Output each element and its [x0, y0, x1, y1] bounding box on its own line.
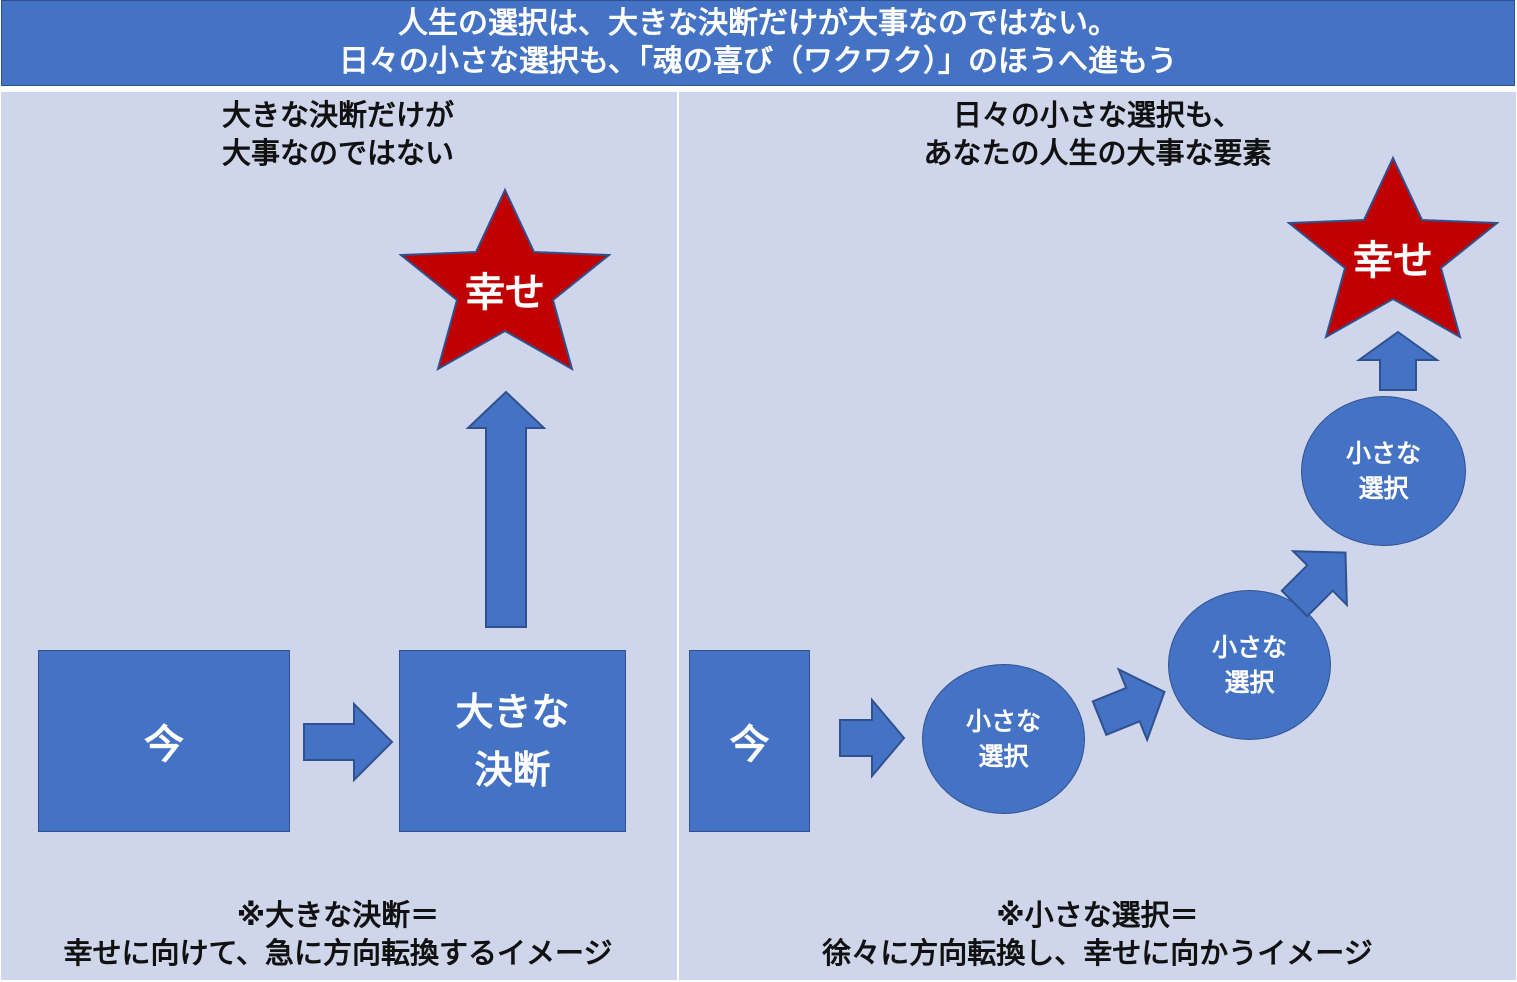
choice-3-label-line-1: 小さな: [1345, 439, 1421, 468]
big-decision-box: 大きな 決断: [399, 650, 626, 832]
choice-2-label-line-1: 小さな: [1211, 633, 1287, 662]
header-banner: 人生の選択は、大きな決断だけが大事なのではない。 日々の小さな選択も、「魂の喜び…: [1, 0, 1515, 86]
right-note-line-2: 徐々に方向転換し、幸せに向かうイメージ: [822, 936, 1373, 970]
left-title-line-1: 大きな決断だけが: [221, 98, 454, 132]
right-title-line-1: 日々の小さな選択も、: [952, 98, 1243, 132]
right-note-line-1: ※小さな選択＝: [996, 898, 1199, 932]
right-arrow-2-icon: [1091, 667, 1166, 743]
left-panel: [1, 92, 677, 980]
right-arrow-icon: [303, 701, 394, 783]
small-choice-circle-1: 小さな 選択: [922, 664, 1085, 814]
up-arrow-icon: [465, 390, 547, 628]
left-title: 大きな決断だけが 大事なのではない: [0, 96, 676, 172]
right-now-box: 今: [689, 650, 810, 832]
choice-1-label-line-1: 小さな: [965, 707, 1041, 736]
choice-2-label-line-2: 選択: [1224, 668, 1275, 697]
left-note-line-1: ※大きな決断＝: [236, 898, 440, 932]
right-star-shape: [1286, 155, 1500, 340]
left-star-shape: [398, 187, 612, 372]
left-now-box: 今: [38, 650, 290, 832]
right-arrow-3-icon: [1280, 550, 1348, 618]
decision-label-line-1: 大きな: [455, 690, 570, 734]
header-line-2: 日々の小さな選択も、「魂の喜び（ワクワク）」のほうへ進もう: [338, 44, 1178, 79]
right-star-label: 幸せ: [1353, 238, 1433, 284]
choice-1-label-line-2: 選択: [978, 742, 1029, 771]
left-star-label: 幸せ: [465, 270, 545, 316]
right-title-line-2: あなたの人生の大事な要素: [923, 136, 1272, 170]
small-choice-circle-3: 小さな 選択: [1301, 396, 1466, 546]
left-now-label: 今: [144, 722, 184, 768]
left-note-line-2: 幸せに向けて、急に方向転換するイメージ: [63, 936, 613, 970]
small-choice-circle-2: 小さな 選択: [1168, 590, 1331, 740]
right-title: 日々の小さな選択も、 あなたの人生の大事な要素: [679, 96, 1516, 172]
left-title-line-2: 大事なのではない: [221, 136, 454, 170]
right-note: ※小さな選択＝ 徐々に方向転換し、幸せに向かうイメージ: [679, 896, 1516, 972]
right-now-label: 今: [729, 722, 770, 768]
header-line-1: 人生の選択は、大きな決断だけが大事なのではない。: [398, 6, 1118, 41]
choice-3-label-line-2: 選択: [1358, 474, 1409, 503]
small-up-arrow-icon: [1355, 330, 1441, 391]
decision-label-line-2: 決断: [474, 748, 551, 792]
right-arrow-1-icon: [839, 697, 906, 779]
left-note: ※大きな決断＝ 幸せに向けて、急に方向転換するイメージ: [0, 896, 676, 972]
